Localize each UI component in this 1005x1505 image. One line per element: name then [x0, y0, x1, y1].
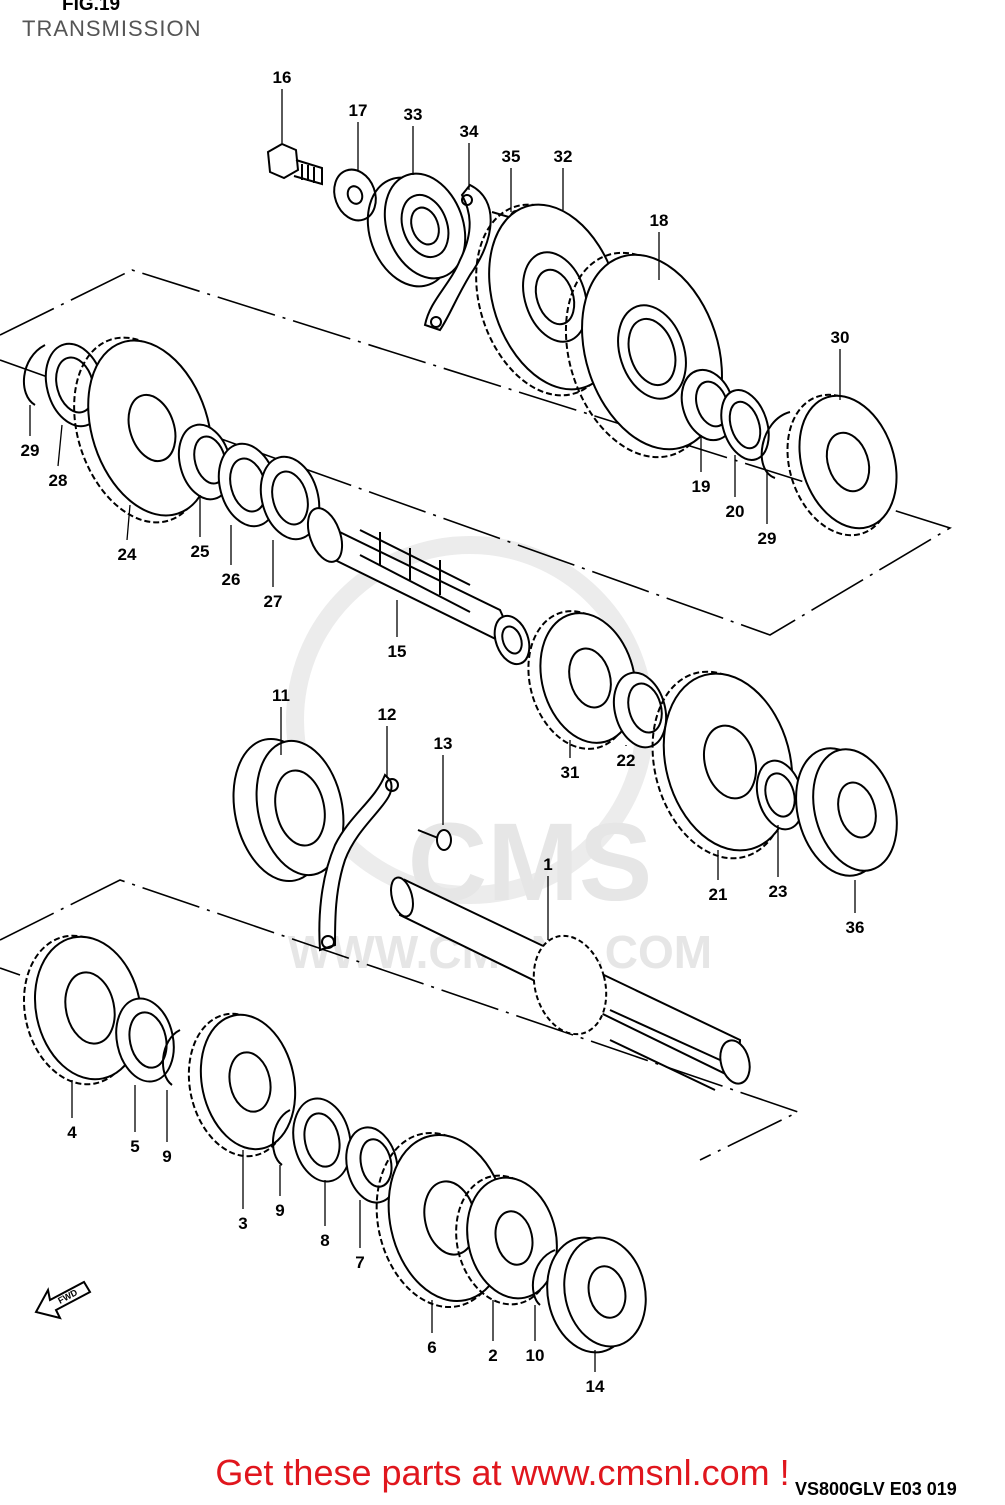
retainer-plate-34 — [423, 183, 492, 332]
washer-27 — [259, 455, 321, 541]
driveshaft-frame — [0, 879, 801, 1161]
callout-leader — [126, 504, 131, 541]
screw-13 — [417, 829, 452, 851]
callout-19: 19 — [692, 477, 711, 496]
callout-6: 6 — [427, 1338, 436, 1357]
callout-29: 29 — [758, 529, 777, 548]
callout-5: 5 — [130, 1137, 139, 1156]
callout-4: 4 — [67, 1123, 77, 1142]
bolt-16 — [266, 142, 323, 186]
callout-9: 9 — [162, 1147, 171, 1166]
washer-20 — [720, 389, 770, 461]
fwd-arrow: FWD — [34, 1280, 92, 1320]
washer-17 — [333, 168, 377, 222]
figure-number: FIG.19 — [62, 0, 121, 15]
callout-21: 21 — [709, 885, 728, 904]
callout-25: 25 — [191, 542, 210, 561]
callout-29: 29 — [21, 441, 40, 460]
section-title: TRANSMISSION — [22, 16, 202, 41]
washer-8 — [292, 1097, 352, 1183]
gear-3 — [187, 1012, 297, 1158]
callout-7: 7 — [355, 1253, 364, 1272]
callout-28: 28 — [49, 471, 68, 490]
callout-32: 32 — [554, 147, 573, 166]
callout-26: 26 — [222, 570, 241, 589]
callout-16: 16 — [273, 68, 292, 87]
callout-30: 30 — [831, 328, 850, 347]
callout-35: 35 — [502, 147, 521, 166]
cta-link[interactable]: Get these parts at www.cmsnl.com ! — [215, 1452, 790, 1493]
bushing-7 — [345, 1126, 399, 1204]
circlip-9a — [161, 1029, 181, 1086]
callout-9: 9 — [275, 1201, 284, 1220]
gear-30 — [786, 393, 898, 537]
assembly-frames — [0, 269, 952, 1161]
callout-8: 8 — [320, 1231, 329, 1250]
circlip-9b — [271, 1109, 291, 1166]
callout-34: 34 — [460, 122, 479, 141]
callout-10: 10 — [526, 1346, 545, 1365]
countershaft-15 — [306, 507, 531, 666]
countershaft-frame — [0, 269, 952, 636]
circlip-29b — [760, 411, 791, 479]
driveshaft-1 — [390, 876, 751, 1091]
circlip-10 — [532, 1249, 556, 1306]
callout-13: 13 — [434, 734, 453, 753]
callout-20: 20 — [726, 502, 745, 521]
callout-33: 33 — [404, 105, 423, 124]
callout-12: 12 — [378, 705, 397, 724]
callout-15: 15 — [388, 642, 407, 661]
bearing-11 — [232, 737, 345, 883]
bearing-14 — [546, 1236, 647, 1354]
callout-3: 3 — [238, 1214, 247, 1233]
gear-31 — [527, 610, 637, 750]
bearing-33 — [366, 172, 467, 288]
callout-22: 22 — [617, 751, 636, 770]
gear-2 — [455, 1174, 558, 1306]
bushing-5 — [115, 997, 175, 1083]
callout-31: 31 — [561, 763, 580, 782]
parts — [22, 142, 898, 1354]
callout-18: 18 — [650, 211, 669, 230]
callout-24: 24 — [118, 545, 137, 564]
callout-27: 27 — [264, 592, 283, 611]
callout-36: 36 — [846, 918, 865, 937]
callout-14: 14 — [586, 1377, 605, 1396]
callout-leader — [57, 424, 63, 467]
callout-17: 17 — [349, 101, 368, 120]
circlip-29a — [22, 344, 46, 406]
callout-1: 1 — [543, 855, 552, 874]
callout-11: 11 — [272, 686, 290, 705]
model-code: VS800GLV E03 019 — [795, 1479, 957, 1499]
retainer-plate-12 — [318, 773, 399, 952]
bearing-36 — [795, 747, 898, 877]
callout-23: 23 — [769, 882, 788, 901]
callout-2: 2 — [488, 1346, 497, 1365]
